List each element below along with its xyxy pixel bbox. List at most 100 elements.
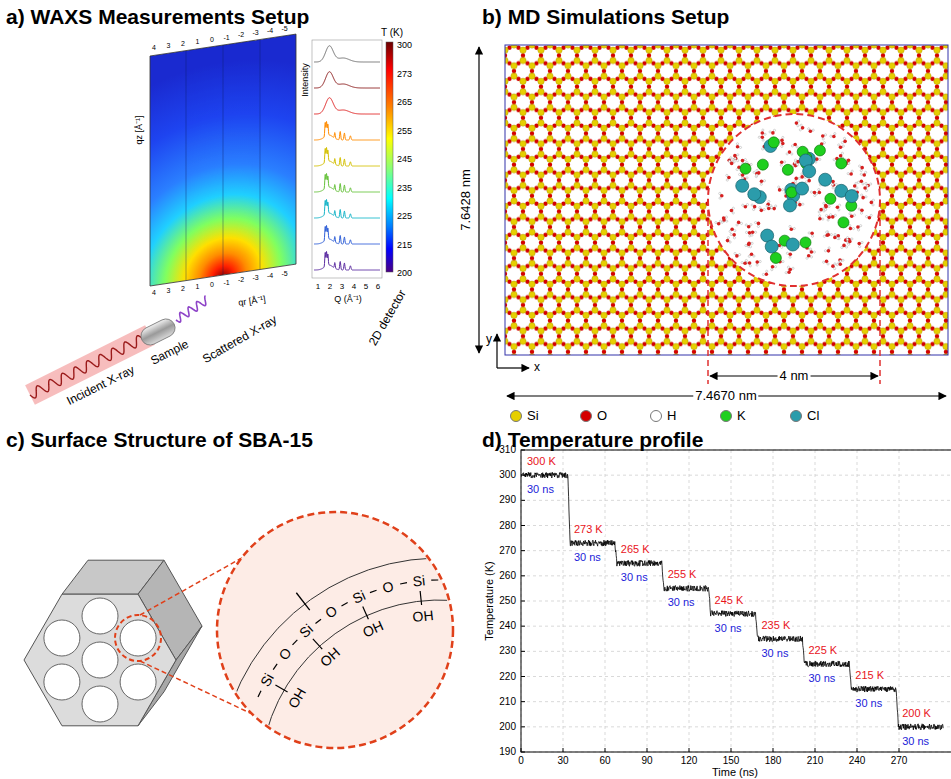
- water-hydrogen: [834, 263, 836, 265]
- water-hydrogen: [748, 255, 750, 257]
- grid-line: [647, 450, 648, 752]
- water-hydrogen: [753, 208, 755, 210]
- water-hydrogen: [751, 242, 753, 244]
- water-oxygen: [857, 242, 861, 246]
- water-hydrogen: [827, 263, 829, 265]
- water-hydrogen: [750, 224, 752, 226]
- water-oxygen: [856, 225, 860, 229]
- tick-label: 210: [499, 696, 516, 708]
- tick-mark: [563, 748, 564, 752]
- water-hydrogen: [791, 153, 793, 155]
- water-oxygen: [743, 261, 747, 265]
- water-hydrogen: [842, 259, 844, 261]
- water-hydrogen: [762, 139, 764, 141]
- tick-label: 3: [167, 287, 171, 295]
- part-label: Scattered X-ray: [200, 313, 279, 367]
- water-hydrogen: [823, 202, 825, 204]
- water-hydrogen: [745, 224, 747, 226]
- atom-label: O: [322, 603, 340, 622]
- temperature-note: 245 K: [713, 593, 746, 606]
- intensity-curve: [314, 199, 380, 218]
- colorbar-label: 215: [397, 239, 412, 249]
- water-hydrogen: [800, 124, 802, 126]
- tick-label: -4: [267, 272, 273, 280]
- water-hydrogen: [749, 235, 751, 237]
- water-hydrogen: [810, 191, 812, 193]
- water-hydrogen: [846, 239, 848, 241]
- pore-channel: [82, 686, 118, 722]
- water-oxygen: [838, 262, 842, 266]
- water-hydrogen: [756, 264, 758, 266]
- dimension-label: 4 nm: [778, 369, 811, 384]
- water-hydrogen: [728, 160, 730, 162]
- water-oxygen: [771, 265, 775, 269]
- water-hydrogen: [715, 222, 717, 224]
- water-hydrogen: [740, 222, 742, 224]
- water-hydrogen: [768, 200, 770, 202]
- tick-label: 60: [599, 755, 610, 767]
- water-oxygen: [732, 233, 736, 237]
- water-oxygen: [781, 142, 785, 146]
- temperature-note: 265 K: [619, 543, 652, 556]
- water-hydrogen: [739, 254, 741, 256]
- tick-label: 240: [499, 620, 516, 632]
- bond-dash: [400, 583, 407, 584]
- axis-label: Temperature (K): [483, 561, 496, 640]
- water-hydrogen: [746, 177, 748, 179]
- water-oxygen: [755, 260, 759, 264]
- tick-mark: [521, 550, 525, 551]
- atom-label: Si: [412, 572, 426, 589]
- part-label: Incident X-ray: [65, 363, 137, 408]
- colorbar-label: 255: [397, 125, 412, 135]
- water-hydrogen: [872, 204, 874, 206]
- water-hydrogen: [832, 183, 834, 185]
- water-oxygen: [832, 183, 836, 187]
- water-hydrogen: [823, 210, 825, 212]
- water-hydrogen: [792, 267, 794, 269]
- tick-label: 1: [196, 38, 200, 46]
- bond-dash: [293, 640, 298, 645]
- water-hydrogen: [750, 163, 752, 165]
- temperature-note: 255 K: [666, 568, 699, 581]
- part-label: Sample: [149, 338, 192, 369]
- water-hydrogen: [819, 158, 821, 160]
- tick-mark: [521, 701, 525, 702]
- water-hydrogen: [811, 235, 813, 237]
- water-hydrogen: [858, 208, 860, 210]
- tick-mark: [521, 575, 525, 576]
- water-hydrogen: [860, 212, 862, 214]
- legend-text: K: [737, 409, 746, 424]
- water-hydrogen: [793, 227, 795, 229]
- water-oxygen: [833, 236, 837, 240]
- panel-title: a) WAXS Measurements Setup: [6, 5, 309, 29]
- temperature-note: 300 K: [525, 455, 558, 468]
- colorbar-label: 245: [397, 154, 412, 164]
- legend-text: H: [667, 409, 676, 424]
- water-hydrogen: [822, 138, 824, 140]
- tick-label: -1: [223, 278, 229, 286]
- water-oxygen: [761, 131, 765, 135]
- water-oxygen: [807, 179, 811, 183]
- tick-mark: [521, 651, 525, 652]
- water-hydrogen: [736, 168, 738, 170]
- dimension-label: 7.4670 nm: [693, 389, 758, 404]
- oh-bond: [313, 639, 322, 649]
- temperature-trace: [521, 472, 943, 730]
- pore: [708, 114, 880, 286]
- plot-frame: [521, 450, 951, 752]
- chloride-ion: [803, 165, 816, 178]
- intensity-curve: [314, 72, 380, 88]
- water-hydrogen: [865, 182, 867, 184]
- water-hydrogen: [841, 142, 843, 144]
- water-hydrogen: [834, 133, 836, 135]
- grid-line: [521, 475, 951, 476]
- water-oxygen: [778, 188, 782, 192]
- water-oxygen: [772, 207, 776, 211]
- tick-label: -3: [252, 29, 258, 37]
- water-hydrogen: [848, 243, 850, 245]
- water-hydrogen: [736, 143, 738, 145]
- temperature-note: 215 K: [853, 669, 886, 682]
- water-hydrogen: [764, 133, 766, 135]
- water-hydrogen: [806, 257, 808, 259]
- water-hydrogen: [762, 273, 764, 275]
